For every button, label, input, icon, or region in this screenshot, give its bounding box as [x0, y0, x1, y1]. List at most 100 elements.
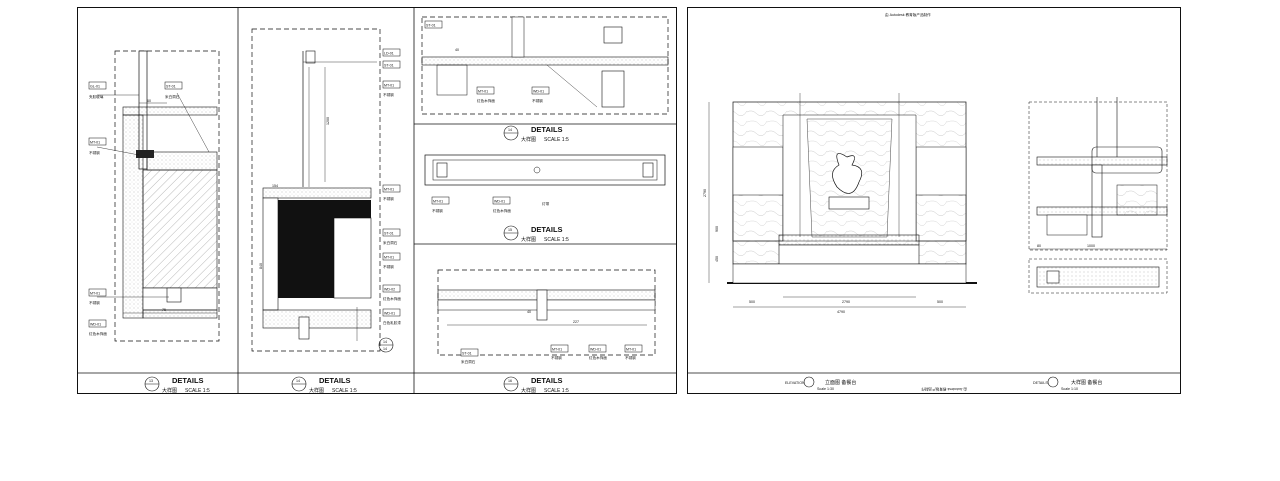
right-drawing-sheet: 由 Autodesk 教育版产品制作 4790 2 [687, 7, 1181, 394]
note-stainless-14c: 不锈钢 [383, 264, 394, 269]
note-stainless-14b: 不锈钢 [383, 196, 394, 201]
bubble-14-top: 14 [383, 340, 387, 344]
detail-14: 1200 840 154 LD-01 ST-01 MT-01 不锈钢 MT-01… [251, 28, 401, 353]
note-stainless-2: 不锈钢 [89, 300, 100, 305]
note-red-wood-14: 红色木饰面 [383, 296, 401, 301]
tag-mt-14b: MT-01 [384, 188, 394, 192]
dim-40-tr: 40 [455, 48, 459, 52]
footer-note: 由 Autodesk 教育版产品制作 [921, 387, 967, 392]
title-16-num: 16 [508, 379, 512, 383]
title-16-scale: SCALE 1:5 [544, 388, 569, 394]
dim-1200: 1200 [326, 117, 330, 125]
note-light-15: 灯带 [542, 201, 550, 206]
tag-mt-14: MT-01 [384, 84, 394, 88]
detail-title-block: DETAILS 大样图 备餐台 Scale 1:10 [1033, 376, 1102, 391]
dim-840: 840 [259, 263, 263, 269]
tag-ld: LD-01 [384, 52, 394, 56]
left-sheet-svg: GL-01 夹胶玻璃 ST-01 米白洞石 MT-01 不锈钢 MT-01 不锈… [77, 7, 677, 394]
tag-st-14: ST-01 [384, 64, 394, 68]
title-14b-num: 14 [508, 128, 512, 132]
title-14: DETAILS [319, 376, 351, 385]
dim-side-right: 500 [937, 300, 943, 304]
tag-mt-16b: MT-01 [626, 348, 636, 352]
title-15-sub: 大样图 [521, 236, 536, 243]
tag-wd: WD-01 [90, 323, 101, 327]
detail-16: 227 40 ST-01 米白洞石 MT-01 不锈钢 WD-01 红色木饰面 … [437, 269, 656, 364]
elevation-title: 立面图 备餐台 [825, 379, 856, 386]
dim-w1: 1000 [1087, 244, 1095, 248]
title-16: DETAILS [531, 376, 563, 385]
note-mirror-glass: 夹胶玻璃 [89, 94, 104, 99]
title-14b: DETAILS [531, 125, 563, 134]
tag-mt-14c: MT-01 [384, 256, 394, 260]
note-stainless-16: 不锈钢 [551, 355, 562, 360]
note-stone-14: 米白洞石 [383, 240, 398, 245]
header-note: 由 Autodesk 教育版产品制作 [885, 12, 931, 17]
elevation-scale: Scale 1:30 [817, 387, 834, 391]
note-red-wood-tr: 红色木饰面 [477, 98, 495, 103]
title-block-13: 13 DETAILS 大样图 SCALE 1:5 [144, 376, 210, 394]
dim-227: 227 [573, 320, 579, 324]
title-14-num: 14 [296, 379, 300, 383]
dim-40-16: 40 [527, 310, 531, 314]
dim-side-left: 500 [749, 300, 755, 304]
dim-154: 154 [272, 184, 278, 188]
title-14b-sub: 大样图 [521, 136, 536, 143]
dim-h1: 450 [715, 256, 719, 262]
title-block-14-top-right: 14 DETAILS 大样图 SCALE 1:5 [503, 125, 569, 143]
note-stainless-16b: 不锈钢 [625, 355, 636, 360]
tag-wd-15: WD-01 [494, 200, 505, 204]
note-stainless-14: 不锈钢 [383, 92, 394, 97]
title-14-sub: 大样图 [309, 387, 324, 394]
tag-mt-15: MT-01 [433, 200, 443, 204]
tag-st: ST-01 [166, 85, 176, 89]
dim-75: 75 [162, 308, 166, 312]
title-14b-scale: SCALE 1:5 [544, 137, 569, 143]
tag-gl: GL-01 [90, 85, 100, 89]
right-sheet-svg: 由 Autodesk 教育版产品制作 4790 2 [687, 7, 1181, 394]
dim-center: 2790 [842, 300, 850, 304]
tag-mt-2: MT-01 [90, 292, 100, 296]
title-15: DETAILS [531, 225, 563, 234]
tag-wd-14b: WD-01 [384, 312, 395, 316]
title-14-scale: SCALE 1:5 [332, 388, 357, 394]
note-stainless-tr: 不锈钢 [532, 98, 543, 103]
title-15-scale: SCALE 1:5 [544, 237, 569, 243]
note-stone-16: 米白洞石 [461, 359, 476, 364]
note-red-wood: 红色木饰面 [89, 331, 107, 336]
tag-wd-16: WD-01 [590, 348, 601, 352]
tag-wd-14: WD-02 [384, 288, 395, 292]
note-red-wood-16: 红色木饰面 [589, 355, 607, 360]
dim-h2: 900 [715, 226, 719, 232]
detail-scale: Scale 1:10 [1061, 387, 1078, 391]
title-block-16: 16 DETAILS 大样图 SCALE 1:5 [503, 376, 569, 394]
detail-15: MT-01 不锈钢 WD-01 红色木饰面 灯带 [424, 154, 666, 213]
title-block-14: 14 DETAILS 大样图 SCALE 1:5 [291, 376, 357, 394]
title-15-num: 15 [508, 228, 512, 232]
title-13-sub: 大样图 [162, 387, 177, 394]
dim-60: 60 [147, 99, 151, 103]
title-16-sub: 大样图 [521, 387, 536, 394]
tag-mt-16: MT-01 [552, 348, 562, 352]
dim-height: 2790 [703, 189, 707, 197]
detail-13: GL-01 夹胶玻璃 ST-01 米白洞石 MT-01 不锈钢 MT-01 不锈… [88, 50, 220, 342]
note-white-14: 白色乳胶漆 [383, 320, 401, 325]
tag-mt: MT-01 [90, 141, 100, 145]
left-drawing-sheet: GL-01 夹胶玻璃 ST-01 米白洞石 MT-01 不锈钢 MT-01 不锈… [77, 7, 677, 394]
note-stainless: 不锈钢 [89, 150, 100, 155]
detail-label: DETAILS [1033, 381, 1048, 385]
tag-st-14b: ST-01 [384, 232, 394, 236]
note-stone: 米白洞石 [165, 94, 180, 99]
detail-title: 大样图 备餐台 [1071, 379, 1102, 386]
title-13-scale: SCALE 1:5 [185, 388, 210, 394]
dim-overall: 4790 [837, 310, 845, 314]
dim-w2: 80 [1037, 244, 1041, 248]
title-block-15: 15 DETAILS 大样图 SCALE 1:5 [503, 225, 569, 243]
note-red-wood-15: 红色木饰面 [493, 208, 511, 213]
title-13-num: 13 [149, 379, 153, 383]
detail-drawing: 1000 80 [1028, 97, 1168, 294]
tag-wd-tr: WD-01 [533, 90, 544, 94]
note-stainless-15: 不锈钢 [432, 208, 443, 213]
elevation-drawing: 4790 2790 500 500 2790 450 900 [703, 93, 977, 314]
elevation-title-block: ELEVATION 立面图 备餐台 Scale 1:30 [785, 376, 856, 391]
